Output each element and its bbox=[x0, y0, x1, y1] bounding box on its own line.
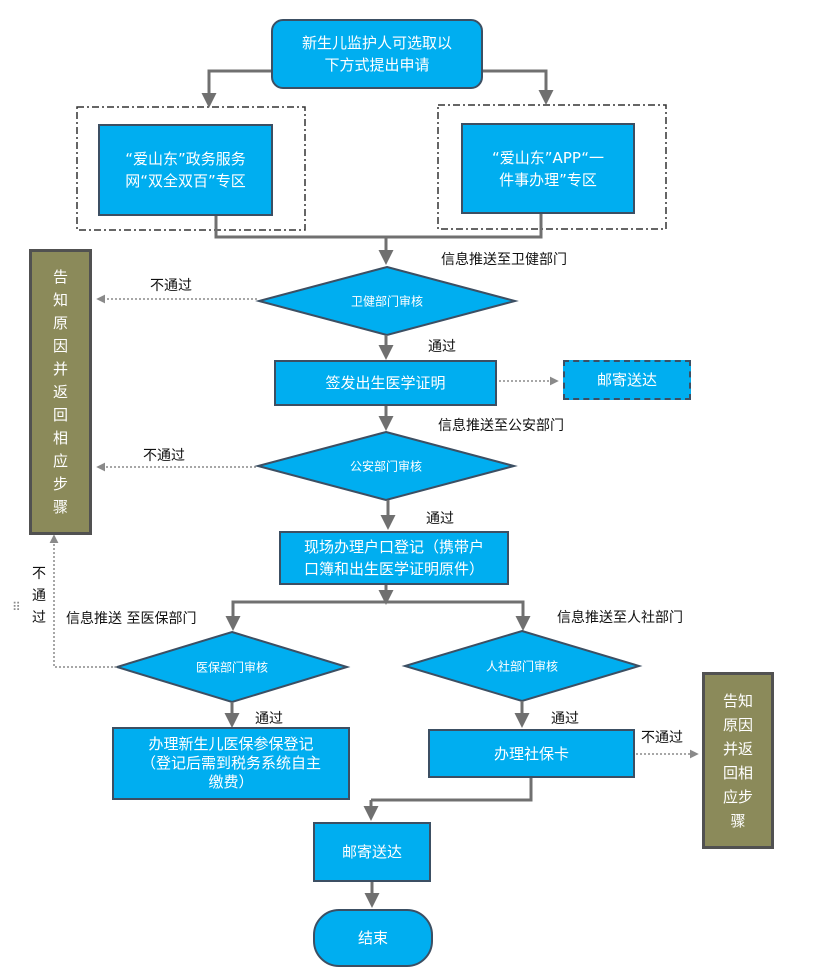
mail-final-node: 邮寄送达 bbox=[313, 822, 431, 882]
label-social-pass: 通过 bbox=[551, 711, 579, 727]
birth-cert-node: 签发出生医学证明 bbox=[274, 360, 497, 406]
connector-right-merge bbox=[386, 214, 543, 239]
label-health-pass: 通过 bbox=[428, 339, 456, 355]
label-medical-pass: 通过 bbox=[255, 711, 283, 727]
connector-split bbox=[225, 600, 531, 631]
option-right-container bbox=[437, 104, 667, 230]
connector-medical-reject bbox=[49, 534, 117, 668]
decision-health-label: 卫健部门审核 bbox=[350, 294, 424, 309]
drag-handle-icon: ⠿ bbox=[12, 600, 21, 614]
mail-cert-node: 邮寄送达 bbox=[563, 360, 691, 400]
label-police-fail: 不通过 bbox=[143, 448, 185, 464]
connector-start-right bbox=[481, 69, 554, 105]
option-left-container bbox=[76, 106, 306, 231]
reject-left-box: 告 知 原 因 并 返 回 相 应 步 骤 bbox=[29, 249, 92, 535]
label-police-pass: 通过 bbox=[426, 511, 454, 527]
connector-left-merge bbox=[214, 216, 386, 239]
label-social-fail: 不通过 bbox=[641, 730, 683, 746]
option-left-node: “爱山东”政务服务 网“双全双百”专区 bbox=[98, 124, 273, 216]
decision-medical-label: 医保部门审核 bbox=[195, 660, 269, 675]
decision-police-label: 公安部门审核 bbox=[349, 459, 423, 474]
connector-start-left bbox=[201, 69, 275, 108]
label-push-health: 信息推送至卫健部门 bbox=[441, 252, 567, 268]
label-health-fail: 不通过 bbox=[150, 278, 192, 294]
start-node: 新生儿监护人可选取以 下方式提出申请 bbox=[271, 19, 483, 89]
medical-reg-node: 办理新生儿医保参保登记 （登记后需到税务系统自主 缴费） bbox=[112, 727, 350, 800]
hukou-node: 现场办理户口登记（携带户 口簿和出生医学证明原件） bbox=[279, 531, 509, 585]
option-right-node: “爱山东”APP“一 件事办理”专区 bbox=[461, 123, 635, 214]
label-push-social: 信息推送至人社部门 bbox=[557, 610, 683, 626]
reject-right-box: 告知 原因 并返 回相 应步 骤 bbox=[702, 672, 774, 849]
label-push-police: 信息推送至公安部门 bbox=[438, 418, 564, 434]
social-card-node: 办理社保卡 bbox=[428, 729, 635, 778]
connector-social-merge bbox=[371, 778, 533, 802]
label-push-medical: 信息推送 至医保部门 bbox=[66, 611, 197, 627]
label-medical-fail: 不 通 过 bbox=[32, 566, 46, 626]
end-node: 结束 bbox=[313, 909, 433, 967]
decision-social-label: 人社部门审核 bbox=[485, 659, 559, 674]
decision-police bbox=[254, 430, 518, 502]
